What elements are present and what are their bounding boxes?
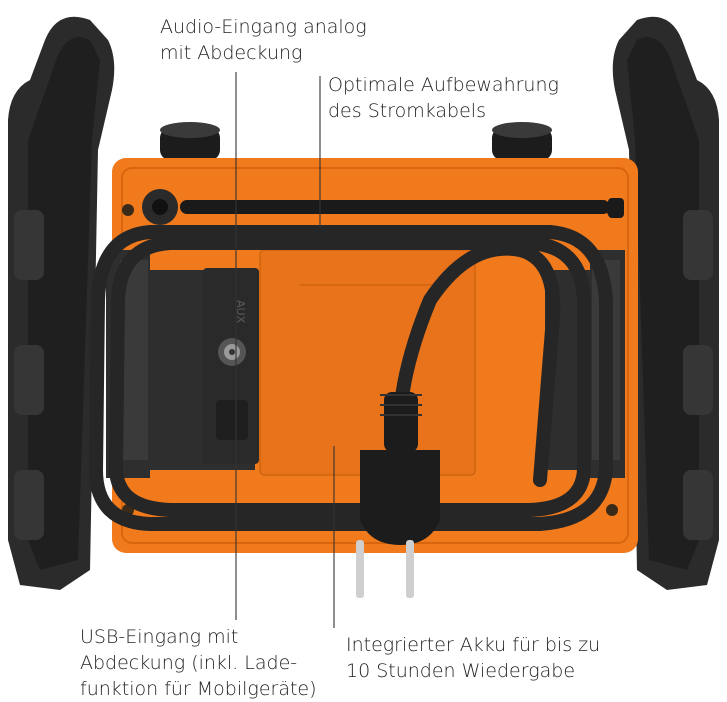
caption-line: Audio-Eingang analog [160, 16, 367, 38]
caption-line: Integrierter Akku für bis zu [346, 634, 601, 656]
aux-jack-icon [218, 338, 246, 366]
battery-caption: Integrierter Akku für bis zu 10 Stunden … [346, 632, 600, 684]
caption-line: Abdeckung (inkl. Lade- [80, 652, 298, 674]
caption-line: mit Abdeckung [160, 42, 303, 64]
caption-line: des Stromkabels [328, 100, 486, 122]
cable-storage-caption: Optimale Aufbewahrung des Stromkabels [328, 72, 559, 124]
caption-line: 10 Stunden Wiedergabe [346, 660, 576, 682]
caption-line: funktion für Mobilgeräte) [80, 678, 317, 700]
knob-icon [492, 122, 552, 160]
usb-cover-icon [216, 400, 248, 440]
antenna-icon [180, 198, 624, 218]
aux-label: AUX [234, 300, 247, 324]
caption-line: Optimale Aufbewahrung [328, 74, 559, 96]
right-bumper-frame [612, 16, 719, 590]
audio-input-caption: Audio-Eingang analog mit Abdeckung [160, 14, 367, 66]
power-plug-icon [356, 392, 440, 598]
caption-line: USB-Eingang mit [80, 626, 239, 648]
knob-icon [160, 122, 220, 160]
left-bumper-frame [8, 16, 115, 590]
usb-input-caption: USB-Eingang mit Abdeckung (inkl. Lade- f… [80, 624, 317, 702]
